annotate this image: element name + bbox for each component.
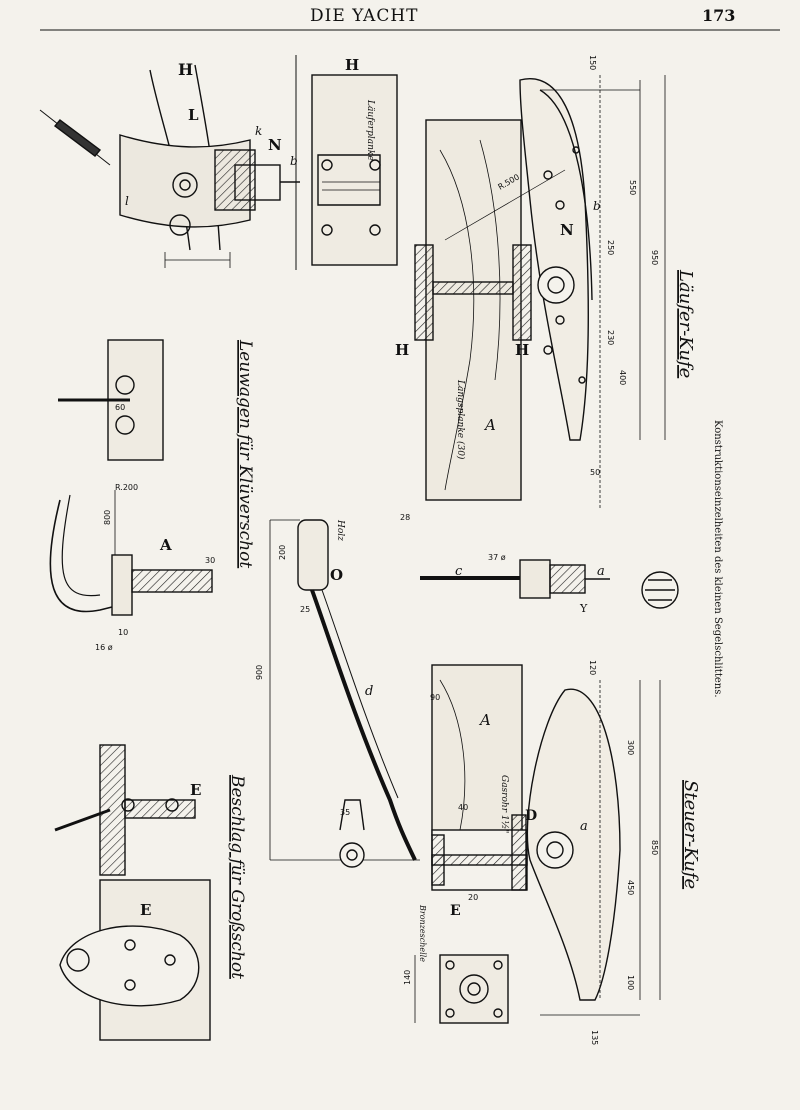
steuer-kufe-drawing	[431, 664, 661, 1016]
dim-800: 800	[103, 510, 112, 525]
dim-250: 250	[606, 240, 615, 255]
label-H-top: H	[178, 60, 193, 79]
dim-60: 60	[115, 403, 125, 412]
dim-100: 100	[626, 975, 635, 990]
dim-450: 450	[626, 880, 635, 895]
label-L: L	[188, 106, 199, 124]
dim-50: 50	[590, 468, 600, 477]
laeuferplanke-end-view	[295, 55, 398, 270]
dim-120: 120	[588, 660, 597, 675]
round-section-detail	[641, 571, 679, 609]
dim-400: 400	[618, 370, 627, 385]
dim-300: 300	[626, 740, 635, 755]
leuwagen-drawing	[49, 339, 213, 616]
annotation-bronze: Bronzeschelle	[418, 904, 427, 962]
top-left-fitting-drawing	[39, 64, 300, 268]
label-O: O	[330, 566, 343, 584]
label-H-plank: H	[345, 56, 359, 74]
annotation-gasrohr: Gasrohr 1½"	[499, 775, 510, 833]
label-b-runner: b	[593, 199, 601, 213]
label-E-plate: E	[140, 901, 151, 919]
bronze-plate-drawing	[414, 954, 509, 1024]
dim-35: 35	[340, 808, 350, 817]
label-A-runner: A	[483, 416, 496, 434]
annotation-laengsplanke: Längsplanke (30)	[455, 379, 466, 460]
label-E-beschlag: E	[190, 781, 201, 799]
dim-900: 900	[255, 665, 264, 680]
label-N-runner: N	[560, 221, 574, 239]
dim-r200: R.200	[115, 483, 138, 492]
label-Y: Y	[579, 602, 588, 615]
annotation-holz: Holz	[335, 519, 345, 541]
dim-150: 150	[588, 55, 597, 70]
dim-30: 30	[205, 556, 215, 565]
dim-16: 16 ø	[95, 643, 113, 652]
label-k: k	[255, 124, 262, 138]
label-H-right: H	[515, 341, 529, 359]
label-D: D	[525, 808, 537, 824]
beschlag-grossschot-drawing	[54, 744, 211, 1041]
dim-28: 28	[400, 513, 410, 522]
steering-column-drawing	[269, 519, 420, 868]
label-d: d	[365, 684, 373, 699]
label-E-column: E	[450, 903, 461, 919]
dim-10: 10	[118, 628, 128, 637]
dim-200: 200	[278, 545, 287, 560]
section-title-steuer-kufe: Steuer-Kufe	[680, 780, 701, 889]
laeufer-kufe-drawing	[414, 75, 666, 510]
page-number: 173	[702, 6, 736, 25]
label-N-top: N	[268, 136, 282, 154]
dim-37: 37 ø	[488, 553, 506, 562]
label-a-pin: a	[597, 564, 605, 579]
label-A-leuwagen: A	[159, 536, 172, 554]
dim-25: 25	[300, 605, 310, 614]
section-title-leuwagen: Leuwagen für Klüverschot	[235, 339, 255, 568]
runner-pin-detail	[420, 559, 610, 599]
label-H-left: H	[395, 341, 409, 359]
label-a-steuer: a	[580, 819, 588, 834]
dim-20: 20	[468, 893, 478, 902]
dim-950: 950	[650, 250, 659, 265]
label-l: l	[125, 194, 129, 208]
annotation-laeuferplanke: Läuferplanke	[365, 99, 375, 161]
label-c: c	[455, 564, 463, 579]
dim-90: 90	[430, 693, 440, 702]
dim-550: 550	[628, 180, 637, 195]
label-b-top: b	[290, 154, 298, 168]
dim-40: 40	[458, 803, 468, 812]
section-title-laeufer-kufe: Läufer-Kufe	[675, 269, 696, 378]
label-A-steuer: A	[478, 711, 491, 729]
dim-135: 135	[590, 1030, 599, 1045]
figure-caption: Konstruktionseinzelheiten des kleinen Se…	[712, 420, 723, 698]
page-header-title: DIE YACHT	[310, 6, 419, 26]
dim-230: 230	[606, 330, 615, 345]
section-title-beschlag: Beschlag für Großschot	[227, 774, 247, 979]
dim-850: 850	[650, 840, 659, 855]
dim-140: 140	[403, 970, 412, 985]
